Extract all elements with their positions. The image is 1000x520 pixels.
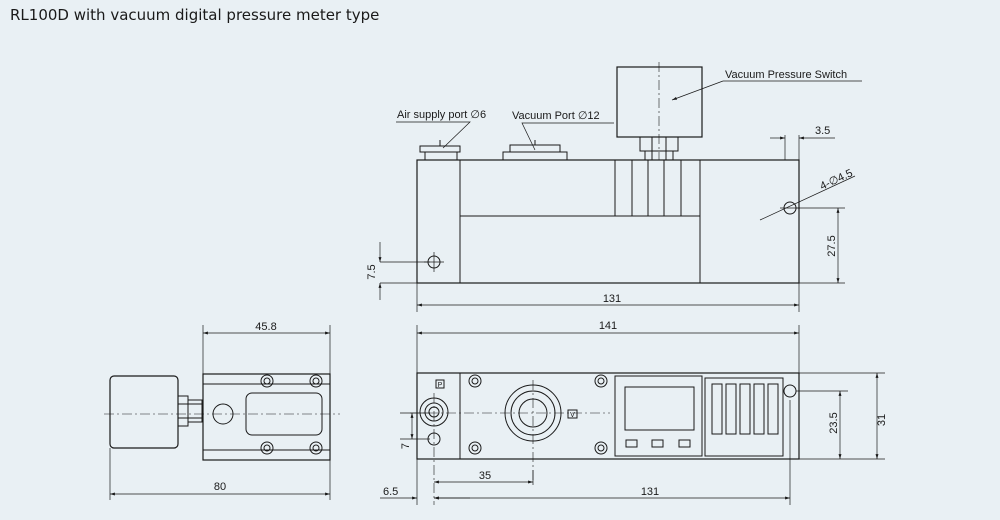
port-mark-v: V — [570, 412, 575, 419]
dim-35: 35 — [479, 470, 491, 482]
dim-131-front: 131 — [603, 293, 621, 305]
dim-131-top: 131 — [641, 486, 659, 498]
display-buttons — [625, 439, 691, 448]
dim-80: 80 — [214, 481, 226, 493]
side-screws — [260, 374, 323, 455]
display-screen — [624, 386, 695, 431]
label-vacuum-pressure-switch: Vacuum Pressure Switch — [725, 69, 847, 81]
leader-air-supply — [396, 121, 471, 149]
dim-141: 141 — [599, 320, 617, 332]
top-mount-hole-right — [783, 384, 797, 398]
dim-27-5: 27.5 — [826, 235, 838, 256]
top-screws — [468, 374, 608, 455]
dim-3-5: 3.5 — [815, 125, 830, 137]
dim-31: 31 — [876, 414, 888, 426]
side-switch-housing — [109, 375, 179, 449]
front-body-outline — [416, 159, 800, 284]
display-housing — [614, 375, 703, 457]
top-body-outline — [416, 372, 800, 460]
front-view: 7.5 131 3.5 4-∅4.5 27.5 Air supply port … — [366, 62, 862, 312]
port-mark-p: P — [438, 382, 443, 389]
label-vacuum-port: Vacuum Port ∅12 — [512, 110, 600, 122]
label-air-supply-port: Air supply port ∅6 — [397, 109, 486, 121]
leader-pressure-switch — [671, 80, 724, 101]
dim-6-5: 6.5 — [383, 486, 398, 498]
vacuum-pressure-switch — [616, 62, 703, 161]
air-supply-fitting — [419, 140, 461, 161]
page-title: RL100D with vacuum digital pressure mete… — [10, 6, 380, 24]
dim-4-phi-4-5: 4-∅4.5 — [818, 167, 854, 193]
switch-slots — [711, 383, 779, 435]
dim-7: 7 — [400, 443, 412, 449]
vacuum-port-fitting — [502, 140, 568, 161]
leader-4-phi — [759, 175, 856, 221]
dim-45-8: 45.8 — [255, 321, 276, 333]
switch-fins — [614, 160, 700, 217]
dim-23-5: 23.5 — [828, 412, 840, 433]
side-body-outline — [202, 373, 331, 461]
dim-7-5: 7.5 — [366, 264, 378, 279]
top-view: P V 141 6.5 131 35 7 — [380, 320, 888, 505]
leader-vacuum-port — [521, 122, 614, 151]
switch-top-box — [704, 377, 784, 457]
side-view: 45.8 80 — [104, 321, 340, 500]
